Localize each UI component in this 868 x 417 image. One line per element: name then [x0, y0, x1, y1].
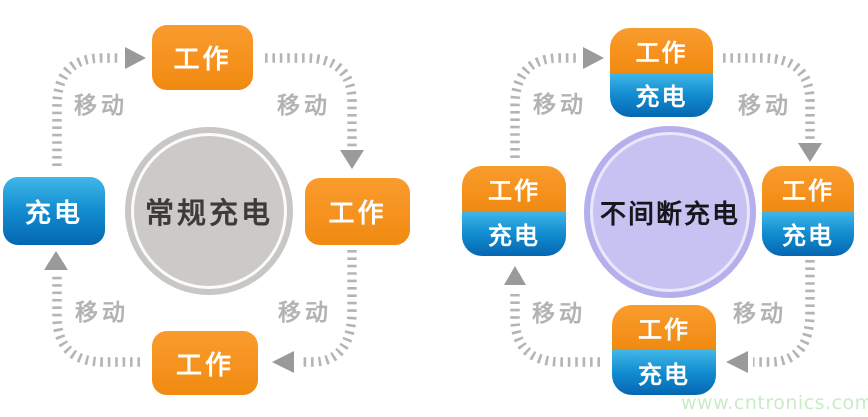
arrowhead-left-icon	[272, 351, 294, 373]
node-work-charge-left: 工作 充电	[462, 166, 566, 256]
uninterrupted-charging-title: 不间断充电	[599, 199, 740, 230]
arrow-dashed-path	[510, 290, 600, 367]
regular-charging-title: 常规充电	[144, 196, 273, 230]
arrow-bottom-to-left	[44, 251, 140, 367]
move-label-top-right: 移动	[738, 93, 792, 119]
arrow-right-to-bottom	[272, 250, 357, 373]
arrowhead-right-icon	[125, 47, 146, 69]
node-work-charge-top: 工作 充电	[610, 28, 713, 117]
charge-half: 充电	[612, 350, 716, 395]
arrow-dashed-path	[265, 53, 357, 147]
arrow-top-to-right-2	[723, 53, 822, 162]
node-label: 充电	[24, 198, 83, 229]
node-label: 工作	[328, 199, 387, 229]
node-label: 工作	[173, 45, 232, 75]
node-work-bottom: 工作	[152, 331, 258, 395]
uninterrupted-charging-center-circle: 不间断充电	[584, 126, 756, 298]
work-half: 工作	[762, 166, 854, 211]
arrow-top-to-right	[265, 53, 364, 169]
node-charge-left: 充电	[3, 177, 105, 245]
arrow-right-to-bottom-2	[726, 260, 815, 373]
work-half: 工作	[462, 166, 566, 211]
charge-half: 充电	[462, 211, 566, 256]
work-half: 工作	[612, 305, 716, 350]
node-work-charge-right: 工作 充电	[762, 166, 854, 256]
move-label-bottom-right: 移动	[278, 300, 332, 326]
arrow-left-to-top-2	[510, 47, 604, 158]
arrow-bottom-to-left-2	[504, 266, 600, 367]
move-label-top-left: 移动	[533, 92, 587, 118]
arrowhead-up-icon	[44, 251, 68, 270]
charge-half: 充电	[610, 72, 713, 117]
node-label: 工作	[175, 350, 234, 381]
arrow-left-to-top	[52, 47, 146, 166]
arrow-dashed-path	[52, 274, 140, 367]
arrowhead-left-icon	[726, 351, 748, 373]
arrowhead-up-icon	[504, 266, 526, 285]
move-label-bottom-left: 移动	[75, 300, 129, 326]
arrowhead-right-icon	[583, 47, 604, 69]
node-work-charge-bottom: 工作 充电	[612, 305, 716, 395]
move-label-top-right: 移动	[277, 93, 331, 119]
arrowhead-down-icon	[798, 143, 822, 162]
site-watermark: www.cntronics.com	[681, 392, 868, 414]
charge-half: 充电	[762, 211, 854, 256]
arrow-dashed-path	[723, 53, 815, 140]
move-label-bottom-left: 移动	[532, 301, 586, 327]
arrow-dashed-path	[52, 53, 120, 166]
arrowhead-down-icon	[340, 150, 364, 169]
regular-charging-center-circle: 常规充电	[125, 127, 293, 295]
arrow-dashed-path	[510, 53, 578, 158]
move-label-top-left: 移动	[74, 93, 128, 119]
node-work-top: 工作	[152, 25, 253, 90]
work-half: 工作	[610, 28, 713, 73]
node-work-right: 工作	[305, 178, 410, 245]
move-label-bottom-right: 移动	[733, 301, 787, 327]
